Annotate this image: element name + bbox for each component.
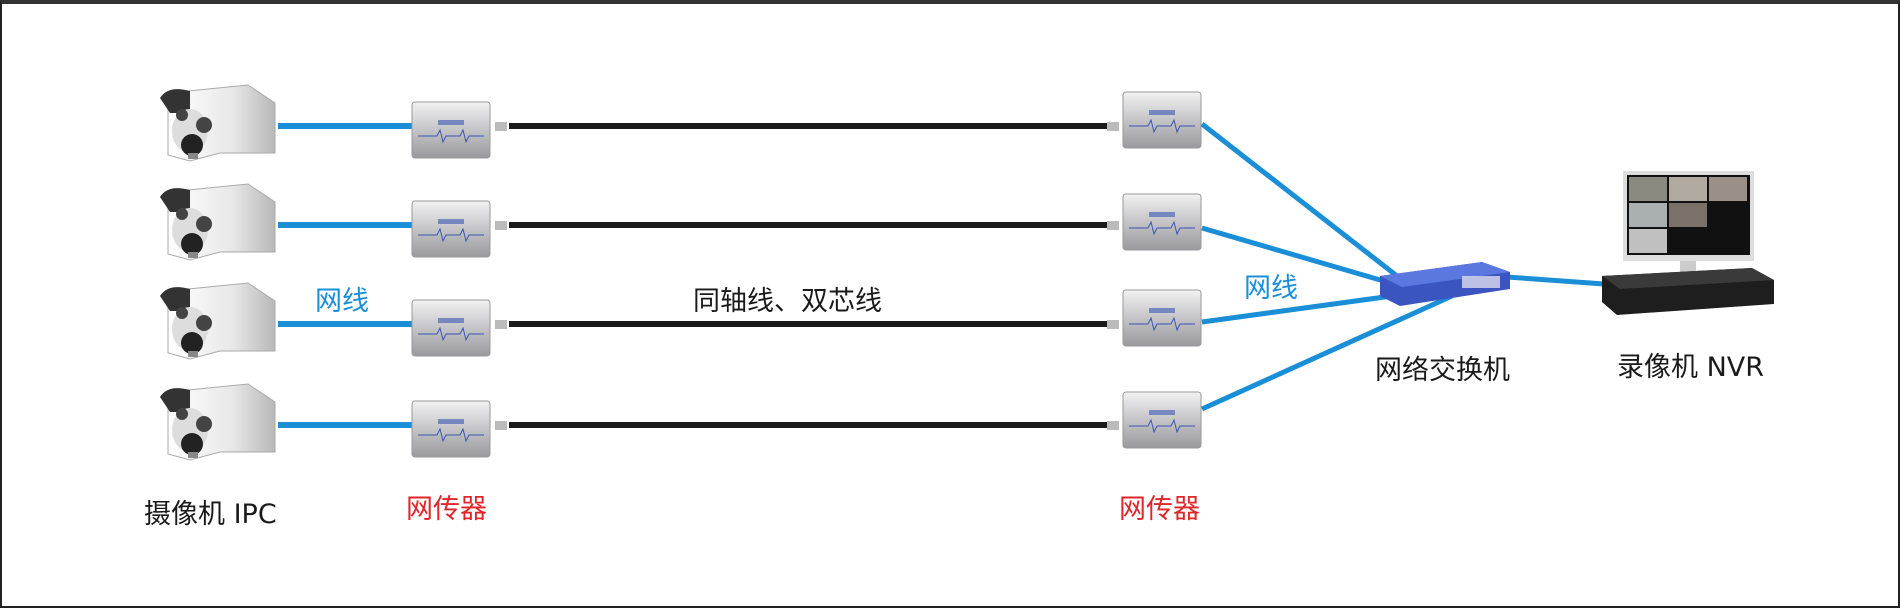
transmitter-left-icon xyxy=(411,200,491,258)
transmitter-left-icon xyxy=(411,400,491,458)
bnc-connector-icon xyxy=(1107,221,1119,230)
transmitter-right-label: 网传器 xyxy=(1119,494,1200,525)
bnc-connector-icon xyxy=(1107,320,1119,329)
ip-camera-icon xyxy=(159,183,276,261)
bnc-connector-icon xyxy=(1107,421,1119,430)
channel-row xyxy=(159,282,1202,360)
transmitter-left-icon xyxy=(411,299,491,357)
network-cable-label-right: 网线 xyxy=(1244,273,1298,304)
transmitter-right-icon xyxy=(1122,91,1202,149)
transmitter-left-label: 网传器 xyxy=(406,494,487,525)
transmitter-left-icon xyxy=(411,101,491,159)
bnc-connector-icon xyxy=(495,122,507,131)
network-switch-icon xyxy=(1380,262,1510,306)
switch-label: 网络交换机 xyxy=(1375,355,1510,386)
channel-rows xyxy=(159,84,1202,461)
ip-camera-icon xyxy=(159,84,276,162)
transmitter-right-icon xyxy=(1122,289,1202,347)
network-cables-to-switch xyxy=(1200,122,1605,412)
nvr-label: 录像机 NVR xyxy=(1617,352,1765,383)
bnc-connector-icon xyxy=(495,320,507,329)
coax-cable-label: 同轴线、双芯线 xyxy=(693,286,882,317)
network-cable-label-left: 网线 xyxy=(315,286,369,317)
bnc-connector-icon xyxy=(495,421,507,430)
channel-row xyxy=(159,383,1202,461)
channel-row xyxy=(159,183,1202,261)
ip-camera-icon xyxy=(159,383,276,461)
camera-label: 摄像机 IPC xyxy=(144,499,277,530)
diagram-graphics xyxy=(159,84,1774,461)
nvr-icon xyxy=(1602,171,1774,315)
channel-row xyxy=(159,84,1202,162)
bnc-connector-icon xyxy=(1107,122,1119,131)
ip-camera-icon xyxy=(159,282,276,360)
transmitter-right-icon xyxy=(1122,193,1202,251)
transmitter-right-icon xyxy=(1122,391,1202,449)
bnc-connector-icon xyxy=(495,221,507,230)
